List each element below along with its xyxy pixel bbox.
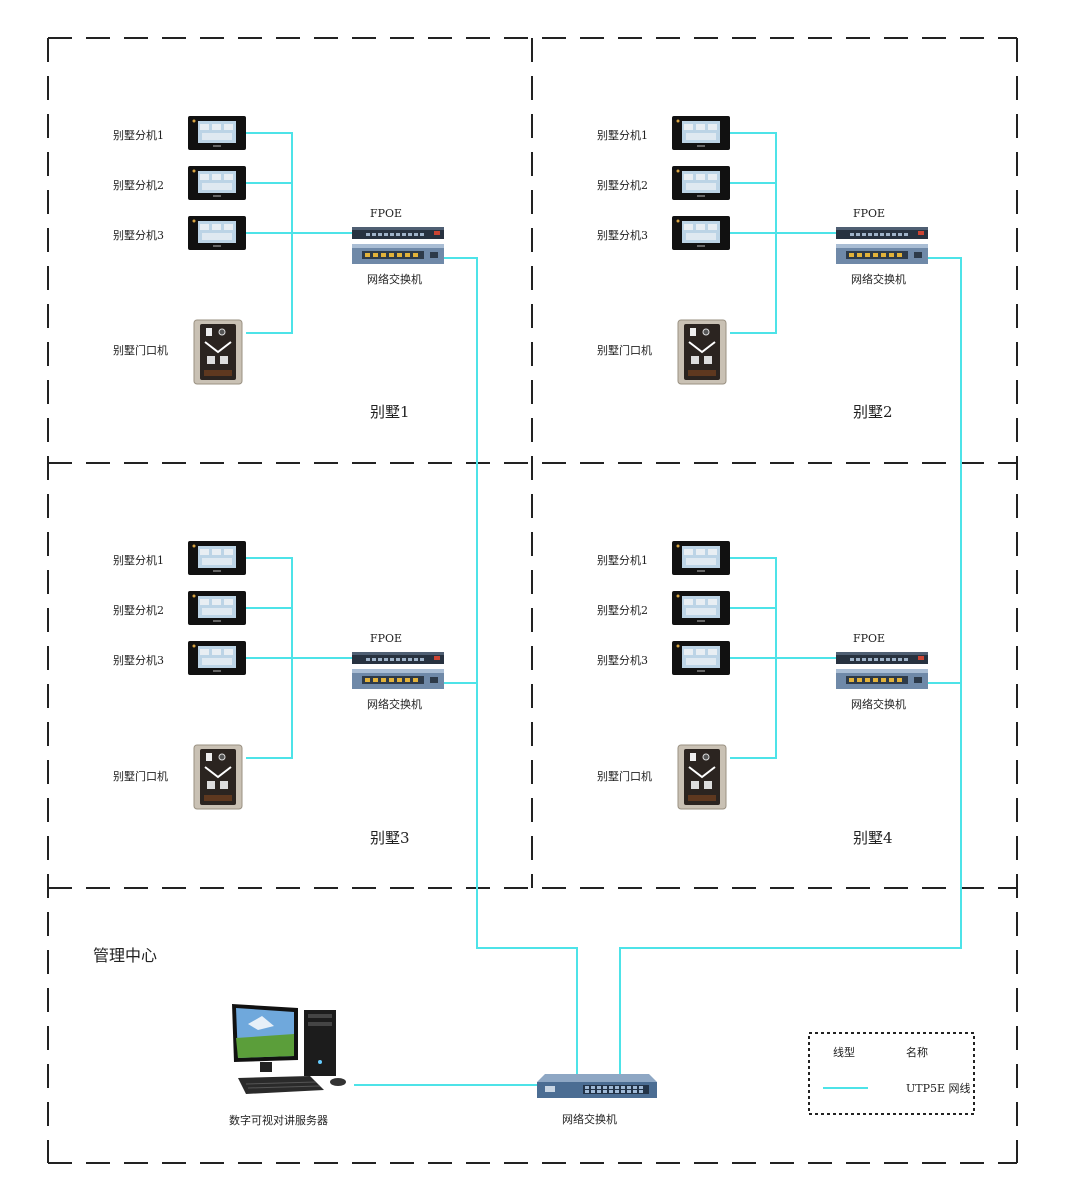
- legend-box: [808, 1032, 975, 1115]
- door-station-label: 别墅门口机: [113, 769, 168, 783]
- monitor-label: 别墅分机2: [113, 603, 164, 617]
- door-station-icon: [193, 744, 243, 810]
- door-station-icon: [677, 744, 727, 810]
- management-title: 管理中心: [93, 946, 157, 965]
- poe-label: FPOE: [370, 632, 402, 645]
- network-switch-icon: [537, 1074, 657, 1098]
- legend-header-name: 名称: [906, 1045, 928, 1059]
- door-station-label: 别墅门口机: [113, 343, 168, 357]
- monitor-label: 别墅分机2: [597, 603, 648, 617]
- network-switch-icon: [836, 669, 928, 689]
- monitor-label: 别墅分机3: [113, 228, 164, 242]
- villa-2: 别墅分机1 别墅分机2 别墅分机3 别墅门口机 FPOE 网络交换机 别墅2: [597, 116, 928, 421]
- indoor-monitor-icon: [188, 591, 246, 625]
- legend-cable-name: UTP5E 网线: [906, 1081, 971, 1095]
- monitor-label: 别墅分机3: [597, 653, 648, 667]
- indoor-monitor-icon: [188, 116, 246, 150]
- indoor-monitor-icon: [188, 166, 246, 200]
- indoor-monitor-icon: [672, 641, 730, 675]
- central-switch-label: 网络交换机: [562, 1112, 617, 1126]
- network-switch-icon: [836, 244, 928, 264]
- switch-label: 网络交换机: [851, 697, 906, 711]
- indoor-monitor-icon: [672, 591, 730, 625]
- poe-label: FPOE: [853, 632, 885, 645]
- poe-switch-icon: [352, 652, 444, 664]
- cable-lines: [246, 132, 962, 1086]
- indoor-monitor-icon: [188, 541, 246, 575]
- door-station-icon: [193, 319, 243, 385]
- indoor-monitor-icon: [672, 116, 730, 150]
- villa-name: 别墅2: [853, 403, 893, 421]
- villa-name: 别墅3: [370, 829, 410, 847]
- monitor-label: 别墅分机3: [597, 228, 648, 242]
- poe-switch-icon: [836, 227, 928, 239]
- door-station-icon: [677, 319, 727, 385]
- door-station-label: 别墅门口机: [597, 343, 652, 357]
- management-center: 管理中心 数字可视对讲服务器 网络交换机: [93, 946, 657, 1127]
- monitor-label: 别墅分机2: [597, 178, 648, 192]
- villa-3: 别墅分机1 别墅分机2 别墅分机3 别墅门口机 FPOE 网络交换机 别墅3: [113, 541, 444, 847]
- network-switch-icon: [352, 244, 444, 264]
- villa-1: 别墅分机1 别墅分机2 别墅分机3 别墅门口机 FPOE 网络交换机 别墅1: [113, 116, 444, 421]
- region-borders: [47, 37, 1018, 1164]
- switch-label: 网络交换机: [367, 697, 422, 711]
- villa-name: 别墅1: [370, 403, 410, 421]
- monitor-label: 别墅分机2: [113, 178, 164, 192]
- villa-4: 别墅分机1 别墅分机2 别墅分机3 别墅门口机 FPOE 网络交换机 别墅4: [597, 541, 928, 847]
- monitor-label: 别墅分机1: [597, 128, 648, 142]
- switch-label: 网络交换机: [851, 272, 906, 286]
- poe-label: FPOE: [853, 207, 885, 220]
- monitor-label: 别墅分机1: [113, 128, 164, 142]
- villa-name: 别墅4: [853, 829, 893, 847]
- computer-server-icon: [232, 1004, 346, 1094]
- legend-header-type: 线型: [833, 1045, 855, 1059]
- poe-switch-icon: [836, 652, 928, 664]
- indoor-monitor-icon: [188, 216, 246, 250]
- door-station-label: 别墅门口机: [597, 769, 652, 783]
- server-label: 数字可视对讲服务器: [229, 1113, 328, 1127]
- indoor-monitor-icon: [672, 216, 730, 250]
- indoor-monitor-icon: [188, 641, 246, 675]
- poe-label: FPOE: [370, 207, 402, 220]
- monitor-label: 别墅分机1: [113, 553, 164, 567]
- switch-label: 网络交换机: [367, 272, 422, 286]
- monitor-label: 别墅分机3: [113, 653, 164, 667]
- poe-switch-icon: [352, 227, 444, 239]
- legend: 线型 名称 UTP5E 网线: [808, 1032, 975, 1115]
- network-switch-icon: [352, 669, 444, 689]
- indoor-monitor-icon: [672, 541, 730, 575]
- indoor-monitor-icon: [672, 166, 730, 200]
- monitor-label: 别墅分机1: [597, 553, 648, 567]
